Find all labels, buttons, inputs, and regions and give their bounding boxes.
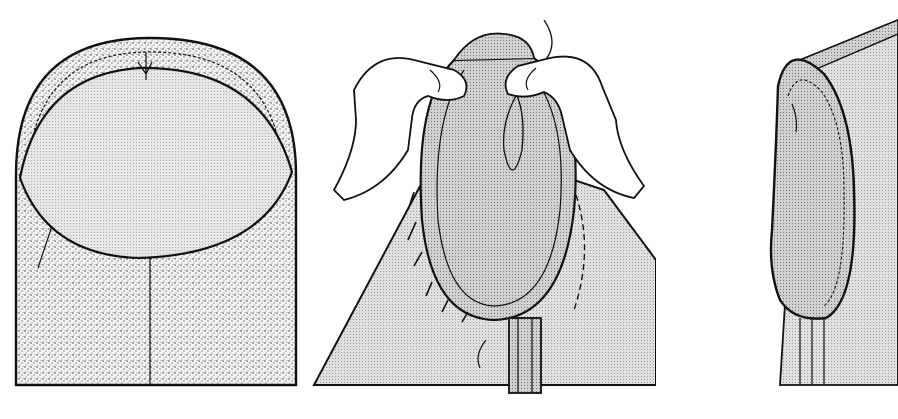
panel-step-1: [0, 0, 312, 419]
panel-step-2: [304, 0, 656, 419]
sleeve-end-drawing: [0, 0, 312, 419]
turning-facing-drawing: [304, 0, 656, 419]
finished-opening-drawing: [740, 0, 898, 419]
panel-step-3: [740, 0, 898, 419]
placket-strip: [509, 318, 541, 393]
